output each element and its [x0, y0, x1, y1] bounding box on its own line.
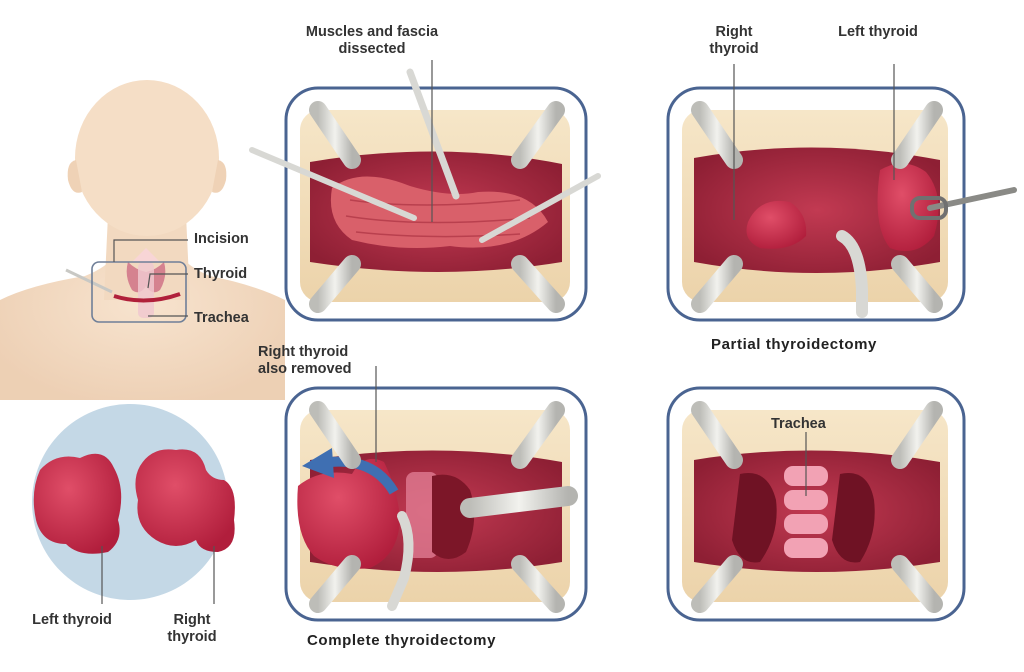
lifted-right-thyroid: [297, 458, 400, 569]
trachea-ring: [784, 538, 828, 558]
removed-glands: [32, 404, 235, 604]
retractor: [309, 555, 361, 613]
ear-right: [212, 160, 227, 193]
trachea-ring: [784, 490, 828, 510]
leader-incision: [113, 239, 188, 262]
head: [75, 80, 219, 236]
trachea-rings: [406, 472, 438, 558]
retractor: [309, 101, 361, 169]
label-muscles-fascia: Muscles and fascia dissected: [305, 24, 439, 57]
label-right-thyroid-top: Right thyroid: [709, 24, 759, 57]
ear-left: [67, 160, 82, 193]
forceps-tool: [249, 147, 417, 221]
label-right-thyroid-removed: Right thyroid also removed: [258, 344, 352, 377]
label-thyroid: Thyroid: [194, 266, 248, 282]
label-incision: Incision: [194, 231, 249, 247]
larynx-shape: [132, 248, 160, 262]
panel-bottom-right: [666, 386, 966, 622]
label-left-thyroid-top: Left thyroid: [838, 24, 918, 40]
retractor: [891, 401, 943, 469]
retractor: [309, 401, 361, 469]
leader-thyroid: [147, 273, 188, 289]
label-trachea: Trachea: [194, 310, 249, 326]
neck-callout-box: [91, 261, 187, 323]
retractor: [691, 555, 743, 613]
retractor: [511, 555, 565, 613]
trachea-shape: [138, 262, 154, 318]
caption-complete-thyroidectomy: Complete thyroidectomy: [307, 632, 497, 649]
label-left-thyroid-specimen: Left thyroid: [32, 612, 112, 628]
incision-line: [113, 292, 181, 303]
neck-figure: [0, 80, 285, 400]
panel-bottom-center: [284, 366, 588, 622]
scalpel-small: [65, 268, 113, 294]
label-right-thyroid-specimen: Right thyroid: [167, 612, 217, 645]
left-thyroid-lobe: [877, 163, 939, 252]
right-thyroid-remnant: [746, 200, 807, 249]
suction-tool: [836, 230, 868, 318]
retractor: [511, 255, 565, 313]
arrow-head: [302, 448, 334, 478]
retractor: [691, 401, 743, 469]
muscle-left: [732, 473, 777, 563]
left-thyroid-specimen: [33, 453, 122, 554]
retractor: [691, 255, 743, 313]
retractor: [891, 255, 943, 313]
retractor-side: [460, 486, 578, 518]
retractor: [511, 101, 565, 169]
panel-top-right: [666, 64, 1017, 322]
suction-tool: [387, 511, 414, 611]
muscle-right: [832, 473, 875, 563]
lift-arrow: [329, 456, 399, 495]
right-thyroid-specimen: [135, 449, 235, 552]
dissector-tool: [406, 68, 460, 200]
probe-tool: [479, 173, 601, 243]
caption-partial-thyroidectomy: Partial thyroidectomy: [711, 336, 877, 353]
retractor: [691, 101, 743, 169]
retractor: [511, 401, 565, 469]
left-thyroid-lobe: [432, 474, 475, 559]
panel-top-center: [249, 60, 601, 322]
clamp-ring: [910, 196, 948, 220]
retractor: [891, 555, 943, 613]
retractor: [891, 101, 943, 169]
trachea-ring: [784, 514, 828, 534]
label-trachea-panel: Trachea: [771, 416, 826, 432]
retractor: [309, 255, 361, 313]
